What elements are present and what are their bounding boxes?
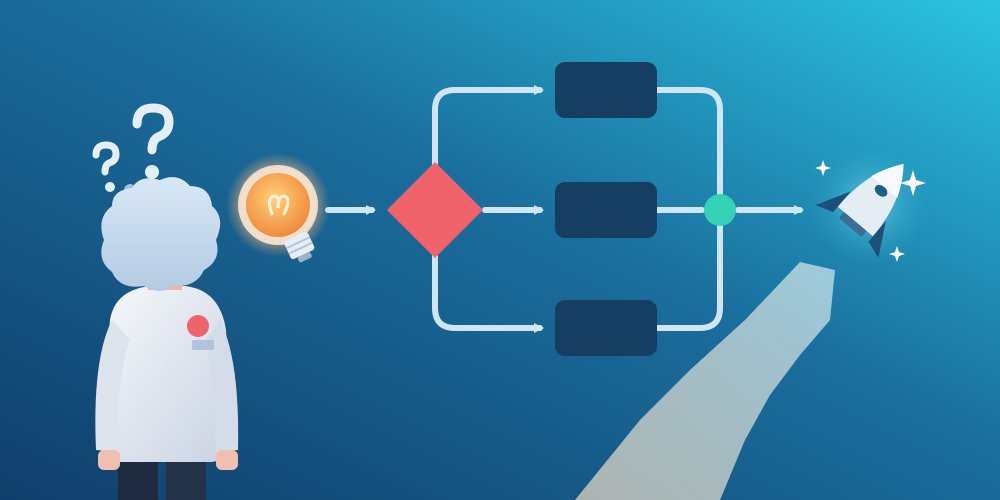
edge-top-merge: [654, 87, 723, 198]
question-mark-small-dot: [105, 182, 115, 192]
merge-node-icon: [704, 194, 736, 226]
question-mark-small-icon: [92, 141, 120, 176]
rocket-exhaust-trail: [575, 262, 835, 500]
sparkle-icon: [889, 246, 905, 262]
sparkle-icon: [900, 170, 926, 196]
edge-bottom-merge: [654, 222, 723, 331]
question-mark-icon: [132, 103, 174, 155]
question-mark-dot: [145, 165, 159, 179]
process-box-middle: [555, 182, 657, 238]
edge-decision-top: [432, 85, 544, 173]
lightbulb-icon: [226, 153, 330, 263]
rocket-icon: [810, 145, 930, 265]
sparkle-icon: [815, 160, 831, 176]
edge-decision-bottom: [432, 247, 544, 333]
person-thinking-icon: [95, 177, 239, 500]
process-box-bottom: [555, 300, 657, 356]
decision-diamond-icon: [387, 162, 483, 258]
process-box-top: [555, 62, 657, 118]
flow-connectors: [325, 85, 804, 333]
